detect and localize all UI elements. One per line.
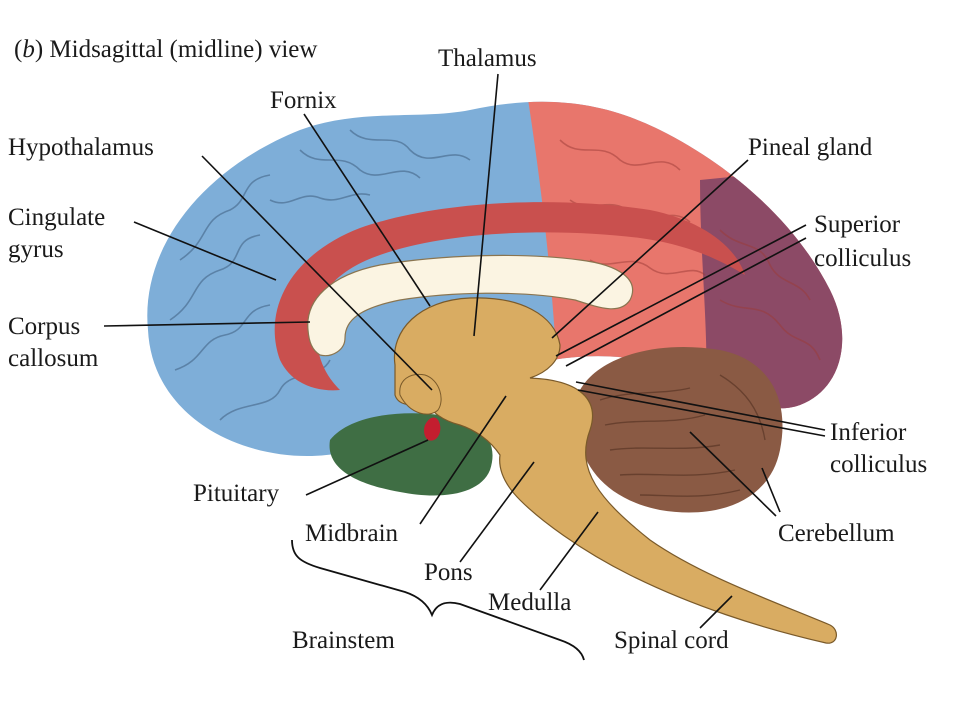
- leader-fornix: [303, 113, 431, 307]
- leader-medulla: [539, 511, 599, 591]
- label-inferior-colliculus-line2: colliculus: [830, 451, 927, 478]
- label-midbrain: Midbrain: [305, 520, 399, 547]
- label-cerebellum: Cerebellum: [778, 520, 895, 547]
- label-thalamus: Thalamus: [438, 45, 537, 72]
- label-fornix: Fornix: [270, 87, 337, 114]
- pituitary-gland: [424, 417, 441, 441]
- leader-pineal-gland: [551, 159, 749, 339]
- label-brainstem: Brainstem: [292, 627, 395, 654]
- figure-title: (b) Midsagittal (midline) view: [14, 36, 317, 63]
- leader-hypothalamus: [201, 155, 433, 391]
- leader-cerebellum-a: [689, 431, 777, 517]
- leader-inferior-colliculus-b: [577, 389, 826, 437]
- leader-pituitary: [305, 439, 429, 496]
- leader-cerebellum-b: [761, 467, 781, 513]
- label-inferior-colliculus-line1: Inferior: [830, 419, 907, 446]
- leader-midbrain: [419, 395, 507, 525]
- corpus-callosum: [307, 254, 634, 357]
- gyri-texture: [169, 129, 471, 421]
- leader-lines: [103, 73, 826, 629]
- label-cingulate-gyrus-line2: gyrus: [8, 236, 64, 263]
- brainstem-bracket: [291, 539, 585, 661]
- label-hypothalamus: Hypothalamus: [8, 134, 154, 161]
- label-superior-colliculus-line2: colliculus: [814, 245, 911, 272]
- brainstem-shape: [393, 297, 837, 644]
- cerebellum-shape: [577, 346, 783, 513]
- leader-inferior-colliculus-a: [575, 381, 826, 431]
- temporal-region: [329, 413, 493, 496]
- label-pineal-gland: Pineal gland: [748, 134, 873, 161]
- leader-superior-colliculus-a: [555, 224, 807, 357]
- cerebellum-folia: [599, 374, 766, 497]
- label-medulla: Medulla: [488, 589, 571, 616]
- label-pons: Pons: [424, 559, 473, 586]
- label-corpus-callosum-line2: callosum: [8, 345, 99, 372]
- leader-pons: [459, 461, 535, 563]
- leader-spinal-cord: [699, 595, 733, 629]
- label-cingulate-gyrus-line1: Cingulate: [8, 204, 105, 231]
- label-superior-colliculus-line1: Superior: [814, 211, 901, 238]
- hypothalamus-shape: [399, 373, 442, 415]
- label-pituitary: Pituitary: [193, 480, 280, 507]
- label-corpus-callosum-line1: Corpus: [8, 313, 80, 340]
- label-spinal-cord: Spinal cord: [614, 627, 729, 654]
- leader-superior-colliculus-b: [565, 237, 807, 367]
- leader-thalamus: [473, 73, 499, 337]
- leader-corpus-callosum: [103, 321, 311, 327]
- leader-cingulate-gyrus: [133, 221, 277, 281]
